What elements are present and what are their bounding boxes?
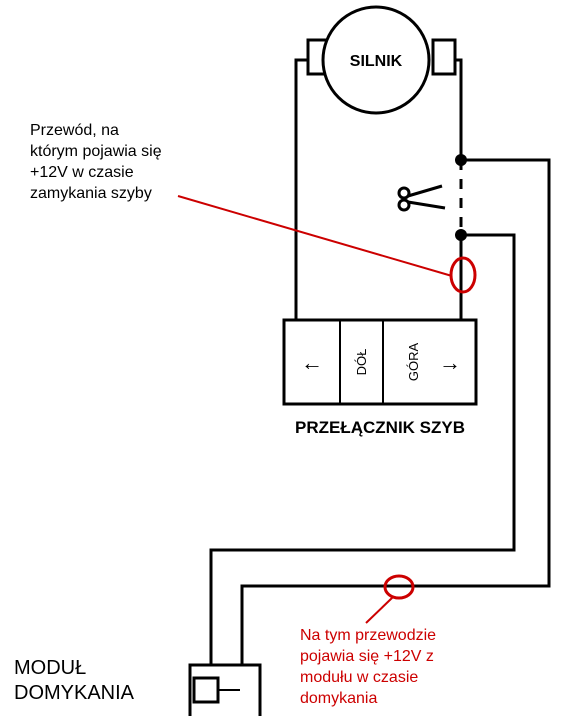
down-label: DÓŁ	[354, 349, 369, 376]
annotation-top-line-4: zamykania szyby	[30, 185, 152, 202]
annotation-top-pointer	[177, 195, 453, 277]
module-wires	[209, 158, 551, 665]
up-label: GÓRA	[406, 343, 421, 382]
motor: SILNIK	[306, 5, 457, 115]
motor-label: SILNIK	[350, 53, 403, 70]
annotation-bottom-line-1: Na tym przewodzie	[300, 627, 436, 644]
annotation-top-line-1: Przewód, na	[30, 122, 119, 139]
module-connector	[192, 676, 220, 704]
highlight-ellipse-top	[449, 256, 477, 294]
left-motor-wire	[294, 58, 308, 320]
switch-body	[282, 318, 478, 406]
annotation-bottom-line-4: domykania	[300, 690, 377, 707]
window-switch: ← DÓŁ GÓRA → PRZEŁĄCZNIK SZYB	[282, 318, 478, 437]
annotation-bottom-line-3: modułu w czasie	[300, 669, 418, 686]
annotation-top: Przewód, na którym pojawia się +12V w cz…	[30, 122, 477, 294]
annotation-bottom: Na tym przewodzie pojawia się +12V z mod…	[300, 574, 436, 707]
motor-body	[321, 5, 431, 115]
right-motor-wire-upper	[455, 58, 463, 160]
right-arrow-icon: →	[439, 350, 461, 375]
highlight-ellipse-bottom	[383, 574, 415, 600]
module-label-line-1: MODUŁ	[14, 657, 86, 679]
annotation-bottom-pointer	[365, 596, 394, 624]
motor-wires	[294, 58, 463, 320]
annotation-top-line-3: +12V w czasie	[30, 164, 134, 181]
annotation-bottom-line-2: pojawia się +12V z	[300, 648, 434, 665]
outer-wire	[240, 158, 551, 665]
inner-wire	[209, 233, 516, 665]
module-label-line-2: DOMYKANIA	[14, 682, 135, 704]
scissors-icon	[397, 184, 446, 212]
switch-title: PRZEŁĄCZNIK SZYB	[295, 418, 465, 437]
motor-right-terminal	[431, 38, 457, 76]
annotation-top-line-2: którym pojawia się	[30, 143, 162, 160]
locking-module: MODUŁ DOMYKANIA	[14, 657, 262, 716]
left-arrow-icon: ←	[301, 350, 323, 375]
